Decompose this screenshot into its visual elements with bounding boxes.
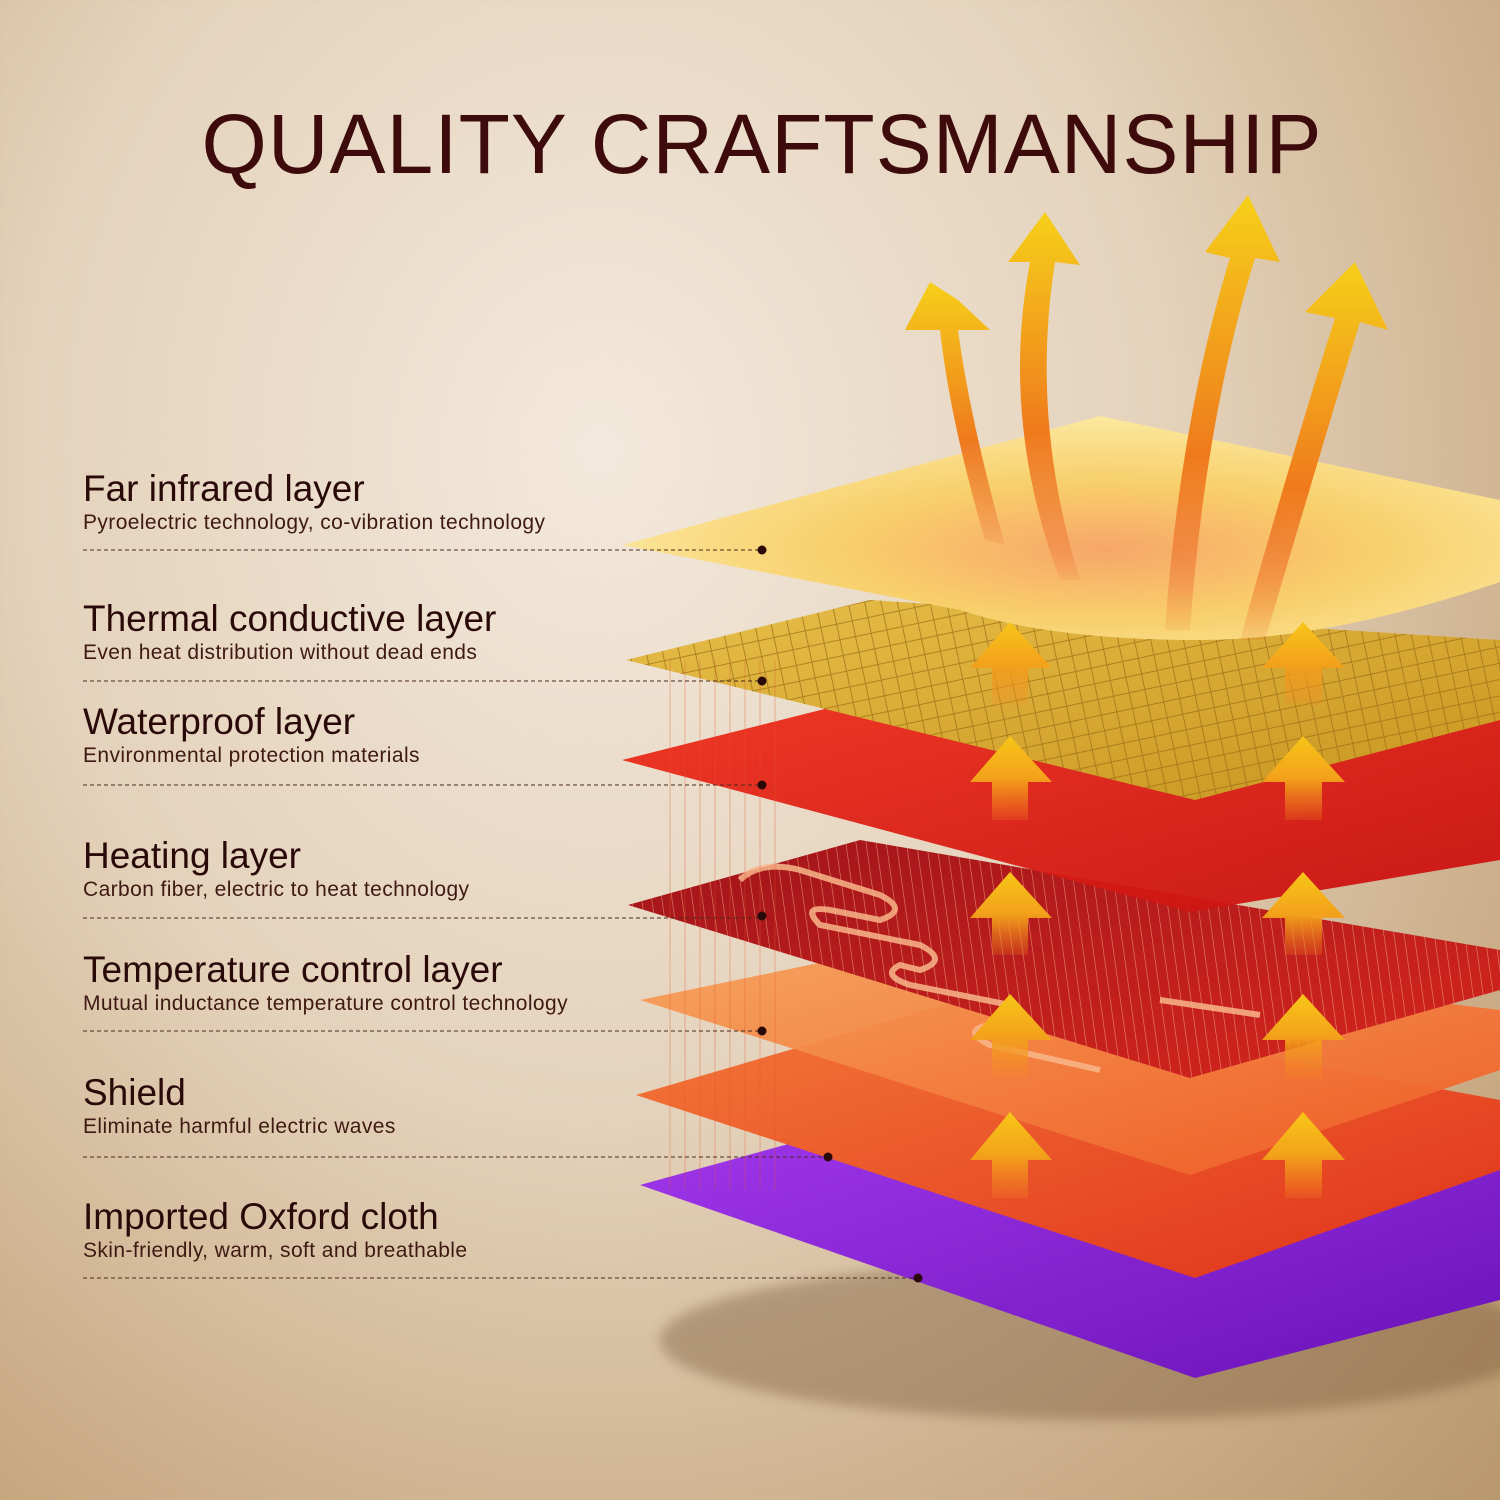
heat-arrows [970, 622, 1345, 1198]
heat-flow-arrows [905, 195, 1388, 640]
heat-arrow-icon [1262, 622, 1345, 705]
heat-arrow-icon [970, 736, 1052, 820]
diagram-title: QUALITY CRAFTSMANSHIP [201, 97, 1323, 191]
layer-label-waterproof: Waterproof layer Environmental protectio… [83, 701, 783, 769]
layer-description: Skin-friendly, warm, soft and breathable [83, 1239, 468, 1262]
layer-description: Carbon fiber, electric to heat technolog… [83, 878, 470, 901]
heat-arrow-icon [970, 994, 1052, 1078]
heat-flow-icon [1008, 212, 1080, 580]
heat-arrow-icon [1262, 1112, 1345, 1198]
heat-flow-icon [1240, 262, 1388, 640]
heat-arrow-icon [970, 1112, 1052, 1198]
layer-label-shield: Shield Eliminate harmful electric waves [83, 1072, 783, 1140]
energy-lines [669, 660, 776, 1190]
layer-description: Environmental protection materials [83, 744, 420, 767]
layer-description: Pyroelectric technology, co-vibration te… [83, 511, 546, 534]
layer-name: Imported Oxford cloth [83, 1196, 439, 1237]
layer-name: Heating layer [83, 835, 302, 876]
layer-name: Far infrared layer [83, 468, 365, 509]
heat-arrow-icon [1262, 872, 1345, 955]
layer-name: Temperature control layer [83, 949, 503, 990]
heat-arrow-icon [1262, 994, 1345, 1078]
layer-label-oxford-cloth: Imported Oxford cloth Skin-friendly, war… [83, 1196, 783, 1264]
layer-name: Thermal conductive layer [83, 598, 497, 639]
layer-description: Eliminate harmful electric waves [83, 1115, 396, 1138]
leader-lines [83, 549, 917, 1279]
layer-name: Waterproof layer [83, 701, 356, 742]
layer-label-heating: Heating layer Carbon fiber, electric to … [83, 835, 783, 903]
layer-label-thermal-conductive: Thermal conductive layer Even heat distr… [83, 598, 783, 666]
heat-arrow-icon [970, 872, 1052, 955]
layer-description: Even heat distribution without dead ends [83, 641, 478, 664]
heat-arrow-icon [970, 622, 1052, 705]
leader-dots [757, 545, 923, 1283]
layer-label-temperature-control: Temperature control layer Mutual inducta… [83, 949, 783, 1017]
heat-flow-icon [1165, 195, 1280, 630]
layer-label-far-infrared: Far infrared layer Pyroelectric technolo… [83, 468, 783, 536]
layer-name: Shield [83, 1072, 186, 1113]
heat-arrow-icon [1262, 736, 1345, 820]
heat-flow-icon [905, 282, 1005, 545]
layer-description: Mutual inductance temperature control te… [83, 992, 568, 1015]
